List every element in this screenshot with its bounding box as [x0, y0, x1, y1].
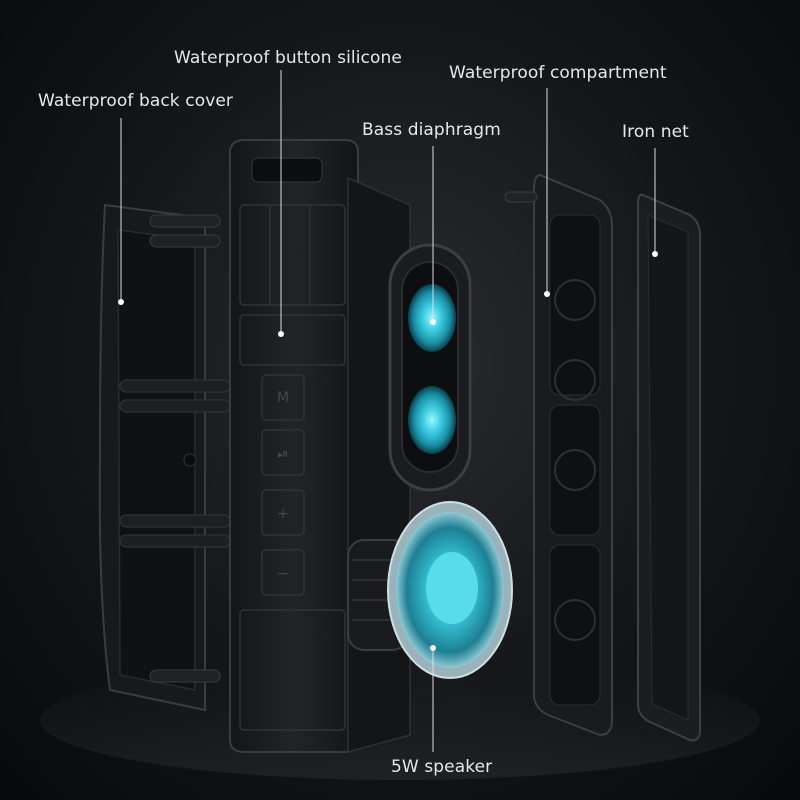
- svg-text:⏯: ⏯: [277, 446, 288, 462]
- compartment-label: Waterproof compartment: [449, 63, 667, 83]
- main-body-part: M ⏯ + −: [229, 139, 411, 753]
- leader-lines: [120, 70, 656, 752]
- leader-dots: [118, 251, 658, 651]
- speaker-driver-part: [347, 501, 513, 679]
- back-cover-label: Waterproof back cover: [38, 91, 234, 111]
- button-silicone-label: Waterproof button silicone: [174, 48, 402, 68]
- speaker-label: 5W speaker: [391, 757, 493, 777]
- bass-diaphragm-label: Bass diaphragm: [362, 120, 501, 140]
- compartment-part: [504, 173, 613, 737]
- bass-diaphragm-part: [388, 243, 472, 492]
- iron-net-label: Iron net: [622, 122, 689, 142]
- svg-text:+: +: [277, 506, 289, 522]
- svg-text:M: M: [277, 390, 289, 406]
- back-cover-part: [98, 203, 231, 712]
- svg-text:−: −: [277, 566, 289, 582]
- iron-net-part: [637, 193, 701, 742]
